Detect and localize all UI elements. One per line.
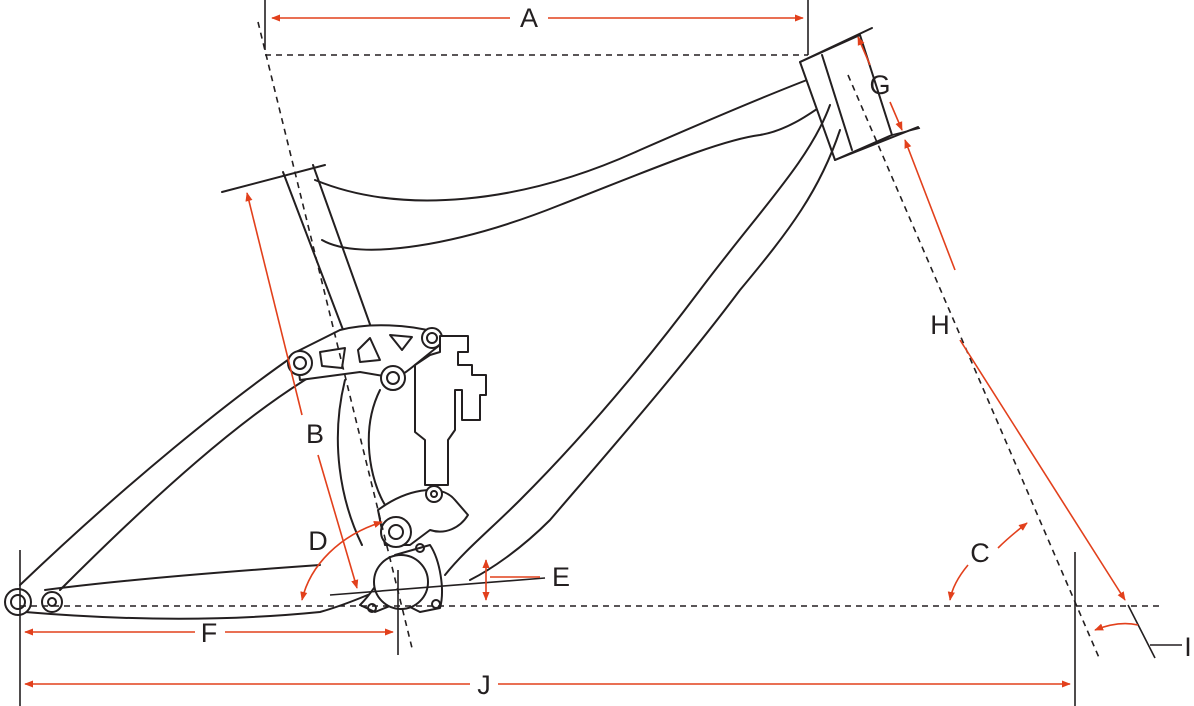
- seat-tube: [282, 164, 373, 336]
- ext-i: [1127, 604, 1156, 659]
- lower-pivot: [380, 516, 412, 548]
- head-tube-inner-line: [821, 54, 853, 151]
- label-b: B: [306, 419, 324, 449]
- chainstay-pivot-inner: [47, 597, 57, 607]
- head-tube-top-cap: [799, 27, 873, 63]
- lower-link-pivot-inner: [430, 490, 438, 498]
- top-tube: [314, 74, 831, 251]
- dim-h-top: [904, 139, 956, 271]
- dimension-labels: A B C D E F G H I J: [201, 3, 1192, 700]
- label-c: C: [970, 538, 990, 568]
- rear-shock: [414, 335, 487, 486]
- label-e: E: [552, 562, 570, 592]
- dim-g-top: [857, 36, 871, 66]
- bike-frame: [4, 27, 919, 620]
- dim-h-bottom: [959, 339, 1126, 601]
- rocker-pivot-seatstay-inner: [293, 356, 307, 370]
- rear-axle-outer: [4, 588, 32, 616]
- seat-stay: [19, 354, 309, 591]
- bb-bolt-2: [431, 599, 441, 609]
- dimension-arrows: [24, 14, 1139, 688]
- reference-lines: [19, 0, 1182, 706]
- bb-bolt-3: [367, 603, 377, 613]
- down-tube: [444, 104, 841, 581]
- label-h: H: [930, 310, 950, 340]
- dim-d-arc: [300, 520, 383, 601]
- dim-g-bottom: [889, 101, 903, 131]
- dim-c-lower: [947, 564, 969, 601]
- rocker-cutout-1: [319, 347, 346, 369]
- label-d: D: [308, 526, 328, 556]
- rear-axle-inner: [10, 594, 26, 610]
- dim-b-top: [245, 192, 303, 416]
- rocker-pivot-main: [380, 365, 406, 391]
- label-f: F: [201, 618, 218, 648]
- dim-i-arc: [1094, 622, 1139, 631]
- seat-tube-top-cap: [221, 164, 326, 193]
- chainstay-pivot: [41, 591, 63, 613]
- rocker-pivot-seatstay: [287, 350, 313, 376]
- label-j: J: [477, 670, 491, 700]
- dim-c-upper: [997, 522, 1028, 549]
- ext-h-top: [891, 127, 921, 136]
- rocker-pivot-main-inner: [386, 371, 400, 385]
- bb-bolt-1: [415, 543, 425, 553]
- chain-stay: [24, 564, 376, 620]
- lower-link: [336, 379, 386, 546]
- rocker-cutout-2: [357, 337, 381, 363]
- steering-axis: [847, 74, 1101, 661]
- label-i: I: [1184, 632, 1192, 662]
- label-g: G: [869, 70, 890, 100]
- lower-link-pivot: [425, 485, 443, 503]
- rocker-cutout-3: [389, 334, 413, 351]
- lower-pivot-inner: [388, 524, 404, 540]
- rocker-pivot-shock-inner: [426, 332, 438, 344]
- label-a: A: [520, 3, 538, 33]
- seat-tube-axis: [257, 21, 413, 649]
